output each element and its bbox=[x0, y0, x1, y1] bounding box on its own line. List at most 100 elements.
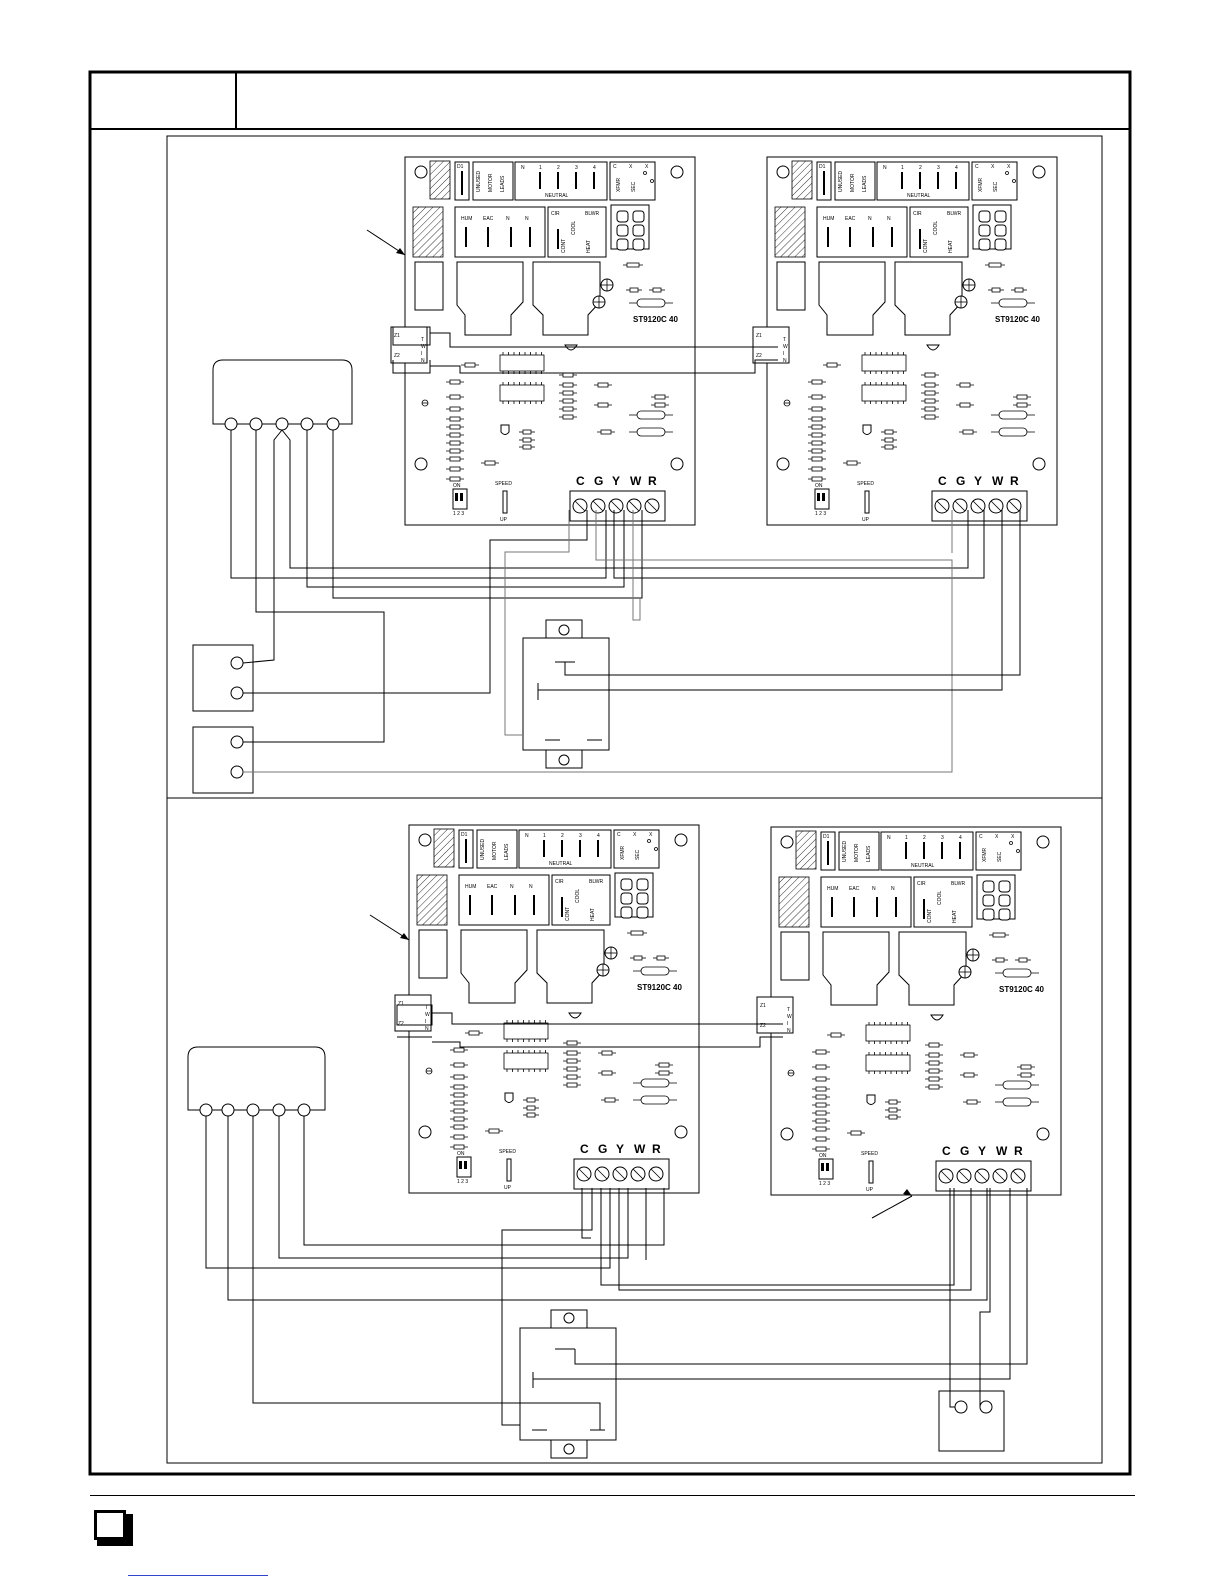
neutral-label: NEUTRAL bbox=[545, 193, 569, 199]
terminal-label-y: Y bbox=[612, 474, 620, 488]
neutral-pin-label: N bbox=[525, 833, 529, 839]
cool-label: COOL bbox=[575, 889, 581, 903]
cont-label: CONT bbox=[565, 907, 571, 921]
terminal-label-w: W bbox=[996, 1144, 1008, 1158]
upper-thermostat bbox=[212, 359, 353, 431]
d1-label: D1 bbox=[461, 832, 468, 838]
cir-label: CIR bbox=[913, 211, 922, 217]
unused-label: UNUSED bbox=[480, 838, 486, 860]
xfmr-label: XFMR bbox=[620, 845, 626, 860]
cool-label: COOL bbox=[933, 221, 939, 235]
model-number: ST9120C 40 bbox=[995, 315, 1040, 324]
speed-label: SPEED bbox=[499, 1149, 516, 1155]
mounting-hole bbox=[674, 1125, 688, 1139]
cont-label: CONT bbox=[561, 239, 567, 253]
page-corner-icon bbox=[94, 1510, 134, 1546]
motor-label: MOTOR bbox=[492, 841, 498, 860]
neutral-pin-label: 1 bbox=[539, 165, 542, 171]
upper-twin-wires bbox=[392, 326, 778, 374]
neutral-pin-label: 4 bbox=[955, 165, 958, 171]
twin-z2-label: Z2 bbox=[756, 353, 762, 359]
motor-label: MOTOR bbox=[854, 843, 860, 862]
terminal-label-y: Y bbox=[978, 1144, 986, 1158]
terminal-label-g: G bbox=[960, 1144, 969, 1158]
accessory-label: N bbox=[510, 884, 514, 890]
mounting-hole bbox=[414, 457, 428, 471]
twin-z2-label: Z2 bbox=[394, 353, 400, 359]
leads-label: LEADS bbox=[866, 845, 872, 862]
cool-label: COOL bbox=[571, 221, 577, 235]
accessory-label: N bbox=[506, 216, 510, 222]
upper-outdoor-unit-1 bbox=[192, 644, 254, 712]
mounting-hole bbox=[674, 833, 688, 847]
accessory-label: N bbox=[868, 216, 872, 222]
relay-block bbox=[818, 261, 886, 336]
page-frame bbox=[88, 70, 1132, 1476]
diode bbox=[568, 1012, 582, 1019]
mounting-hole bbox=[1036, 1127, 1050, 1141]
mounting-hole bbox=[418, 1125, 432, 1139]
relay-block bbox=[460, 929, 528, 1004]
mounting-hole bbox=[780, 1127, 794, 1141]
upper-outdoor-unit-2 bbox=[192, 726, 254, 794]
lower-twin-wires bbox=[396, 1004, 783, 1048]
xfmr-x-label: X bbox=[649, 832, 653, 838]
hum-eac-block bbox=[820, 876, 912, 928]
speed-up-label: UP bbox=[866, 1187, 874, 1193]
neutral-pin-label: N bbox=[887, 835, 891, 841]
relay-block bbox=[414, 261, 444, 311]
relay-block bbox=[822, 931, 890, 1006]
twin-letter: I bbox=[421, 351, 422, 357]
xfmr-label: XFMR bbox=[978, 177, 984, 192]
terminal-label-w: W bbox=[630, 474, 642, 488]
terminal-label-g: G bbox=[594, 474, 603, 488]
dip-on-label: ON bbox=[453, 483, 461, 489]
dip-numbers: 1 2 3 bbox=[457, 1179, 468, 1185]
neutral-pin-label: 1 bbox=[543, 833, 546, 839]
accessory-label: HUM bbox=[823, 216, 834, 222]
dip-numbers: 1 2 3 bbox=[819, 1181, 830, 1187]
heat-label: HEAT bbox=[586, 240, 592, 253]
d1-label: D1 bbox=[823, 834, 830, 840]
twin-letter: W bbox=[787, 1014, 792, 1020]
bottom-link-underline bbox=[128, 1575, 268, 1576]
neutral-pin-label: 3 bbox=[579, 833, 582, 839]
speed-label: SPEED bbox=[857, 481, 874, 487]
neutral-pin-label: 1 bbox=[901, 165, 904, 171]
diode bbox=[866, 1094, 876, 1105]
hatched-connector bbox=[795, 830, 817, 870]
terminal-label-c: C bbox=[938, 474, 947, 488]
mounting-hole bbox=[670, 457, 684, 471]
twin-z1-label: Z1 bbox=[760, 1003, 766, 1009]
neutral-pin-label: 2 bbox=[923, 835, 926, 841]
twin-letter: W bbox=[421, 344, 426, 350]
terminal-label-r: R bbox=[1010, 474, 1019, 488]
xfmr-c-label: C bbox=[979, 834, 983, 840]
terminal-label-y: Y bbox=[616, 1142, 624, 1156]
speed-up-label: UP bbox=[862, 517, 870, 523]
xfmr-label: XFMR bbox=[982, 847, 988, 862]
speed-jumper bbox=[864, 490, 870, 514]
diode bbox=[926, 344, 940, 351]
dip-on-label: ON bbox=[457, 1151, 465, 1157]
neutral-pin-label: 3 bbox=[575, 165, 578, 171]
twin-z1-label: Z1 bbox=[756, 333, 762, 339]
mounting-hole bbox=[1032, 165, 1046, 179]
neutral-pin-label: 4 bbox=[593, 165, 596, 171]
accessory-label: HUM bbox=[461, 216, 472, 222]
sec-label: SEC bbox=[635, 849, 641, 860]
diode bbox=[500, 424, 510, 435]
sec-label: SEC bbox=[631, 181, 637, 192]
blwr-label: BLWR bbox=[585, 211, 599, 217]
accessory-label: EAC bbox=[845, 216, 856, 222]
hatched-connector bbox=[433, 828, 455, 868]
lower-relay bbox=[519, 1309, 617, 1459]
neutral-label: NEUTRAL bbox=[911, 863, 935, 869]
mounting-hole bbox=[1036, 835, 1050, 849]
relay-block bbox=[418, 929, 448, 979]
unused-motor-leads-block bbox=[838, 831, 880, 871]
